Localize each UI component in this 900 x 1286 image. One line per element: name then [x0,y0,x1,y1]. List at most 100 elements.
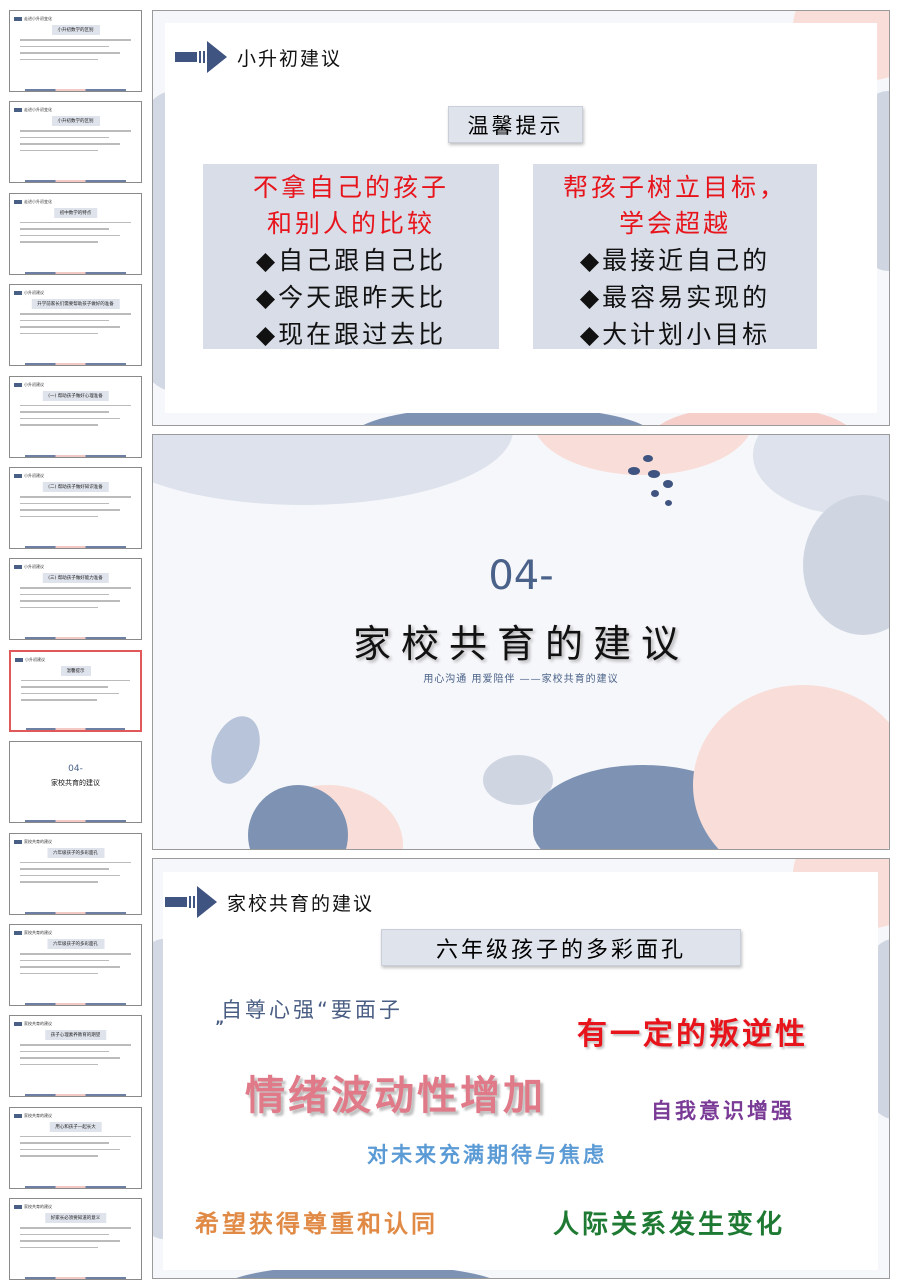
face-text: 自我意识增强 [651,1099,795,1123]
card-item: ◆今天跟昨天比 [255,283,447,312]
thumb-header: 走进小升初变化 [14,107,52,113]
thumb-title: 初中数学的特点 [53,207,98,218]
thumb-header: 家校共育的建议 [14,1204,52,1210]
thumb-header: 走进小升初变化 [14,16,52,22]
card-item: ◆最接近自己的 [579,246,771,275]
slide-thumbnail[interactable]: 家校共育的建议六年级孩子的多彩面孔 [9,832,142,915]
slide-thumbnail[interactable]: 小升初建议(三) 帮助孩子做好能力准备 [9,558,142,641]
face-text: 对未来充满期待与焦虑 [367,1143,607,1167]
card-item: ◆现在跟过去比 [255,320,447,349]
face-text: 人际关系发生变化 [553,1210,786,1240]
thumb-content [20,496,131,522]
tip-title-box: 温馨提示 [448,106,583,143]
slide-section[interactable]: 04- 家校共育的建议 用心沟通 用爱陪伴 ——家校共育的建议 [152,434,890,850]
slide-thumbnail[interactable]: 走进小升初变化初中数学的特点 [9,192,142,275]
arrow-banner-icon [165,886,217,918]
thumb-content [20,1135,131,1162]
thumb-title: 六年级孩子的多彩面孔 [47,939,104,949]
thumb-header: 小升初建议 [15,657,45,663]
slide-thumbnail[interactable]: 家校共育的建议孩子心理素养教育的期望 [9,1015,142,1098]
face-text: 希望获得尊重和认同 [195,1210,438,1238]
card-item: ◆大计划小目标 [579,320,771,349]
slide-tips[interactable]: 小升初建议 温馨提示 不拿自己的孩子 和别人的比较 ◆自己跟自己比 ◆今天跟昨天… [152,10,890,426]
thumb-footer-decor [26,727,125,730]
card-heading: 帮孩子树立目标， [562,173,787,202]
slide-header-text: 家校共育的建议 [227,892,375,915]
slide-thumbnail[interactable]: 小升初建议温馨提示 [9,649,142,732]
thumb-title: (二) 帮助孩子做好知识准备 [42,482,109,492]
thumb-footer-decor [25,363,126,366]
thumb-content [20,861,131,888]
slide-thumbnail[interactable]: 小升初建议 (二) 帮助孩子做好知识准备 [9,467,142,549]
face-text: 自尊心强“要面子 [221,998,403,1022]
card-heading: 和别人的比较 [266,209,435,238]
thumb-footer-decor [25,911,126,914]
thumb-title: 温馨提示 [60,665,91,676]
thumb-header: 家校共育的建议 [14,839,52,845]
thumb-footer-decor [25,271,126,274]
thumb-title: 用心和孩子一起长大 [49,1121,102,1132]
thumb-header: 家校共育的建议 [14,930,52,936]
thumb-content [20,313,131,339]
card-item: ◆最容易实现的 [579,283,771,312]
tip-card-right: 帮孩子树立目标， 学会超越 ◆最接近自己的 ◆最容易实现的 ◆大计划小目标 [533,164,817,349]
slide-thumbnail-panel: 走进小升初变化小升初数学的区别走进小升初变化小升初数学的区别走进小升初变化初中数… [0,0,148,1286]
thumb-footer-decor [25,546,126,548]
thumb-footer-decor [25,820,126,823]
thumb-content [20,221,131,248]
face-text: 有一定的叛逆性 [577,1017,808,1052]
thumb-header: 家校共育的建议 [14,1021,52,1027]
thumb-footer-decor [25,180,126,183]
thumb-content [20,130,131,156]
thumb-footer-decor [25,454,126,457]
thumb-number: 04- [68,764,83,775]
section-subtitle: 用心沟通 用爱陪伴 ——家校共育的建议 [423,674,619,685]
slide-thumbnail[interactable]: 走进小升初变化小升初数学的区别 [9,10,142,92]
thumb-header: 走进小升初变化 [14,199,52,205]
decor-blob [693,685,889,849]
thumb-footer-decor [25,1094,126,1097]
slide-thumbnail[interactable]: 家校共育的建议好家长必须要知道的意义 [9,1198,142,1281]
slide-thumbnail[interactable]: 小升初建议 (一) 帮助孩子做好心理准备 [9,375,142,458]
card-heading: 学会超越 [618,209,731,238]
faces-title-box: 六年级孩子的多彩面孔 [381,929,741,966]
thumb-content [21,679,130,706]
thumb-header: 小升初建议 [14,290,44,296]
thumb-title: 家校共育的建议 [51,779,100,788]
thumb-footer-decor [25,637,126,640]
decor-blob [483,755,553,805]
thumb-title: 小升初数学的区别 [51,25,100,35]
section-number: 04- [488,553,554,599]
decor-blob [153,435,513,505]
slide-thumbnail[interactable]: 家校共育的建议六年级孩子的多彩面孔 [9,924,142,1006]
thumb-footer-decor [25,1185,126,1188]
card-heading: 不拿自己的孩子 [252,173,449,202]
thumb-title: 小升初数学的区别 [51,116,100,127]
card-item: ◆自己跟自己比 [255,246,447,275]
face-text: 情绪波动性增加 [245,1073,546,1119]
leaf-decor-icon [202,709,269,791]
decor-blob [803,495,889,635]
slide-thumbnail[interactable]: 04- 家校共育的建议 [9,741,142,824]
thumb-header: 家校共育的建议 [14,1113,52,1119]
thumb-header: 小升初建议 [14,473,44,479]
slide-faces[interactable]: 家校共育的建议 六年级孩子的多彩面孔 自尊心强“要面子 ” 有一定的叛逆性 情绪… [152,858,890,1279]
slide-header: 小升初建议 [175,41,342,73]
arrow-banner-icon [175,41,227,73]
slide-thumbnail[interactable]: 走进小升初变化小升初数学的区别 [9,101,142,184]
slide-thumbnail[interactable]: 家校共育的建议用心和孩子一起长大 [9,1106,142,1189]
thumb-footer-decor [25,89,126,91]
thumb-content [20,1044,131,1070]
thumb-content [20,39,131,65]
thumb-title: 六年级孩子的多彩面孔 [47,847,104,858]
thumb-footer-decor [25,1277,126,1280]
thumb-title: (一) 帮助孩子做好心理准备 [42,390,109,401]
slide-header: 家校共育的建议 [165,886,374,918]
thumb-content [20,953,131,979]
thumb-title: 好家长必须要知道的意义 [44,1213,107,1224]
thumb-footer-decor [25,1003,126,1005]
thumb-content [20,1227,131,1253]
thumb-title: (三) 帮助孩子做好能力准备 [42,573,109,584]
slide-thumbnail[interactable]: 小升初建议升学前家长们需要帮助孩子做好的准备 [9,284,142,367]
thumb-header: 小升初建议 [14,382,44,388]
